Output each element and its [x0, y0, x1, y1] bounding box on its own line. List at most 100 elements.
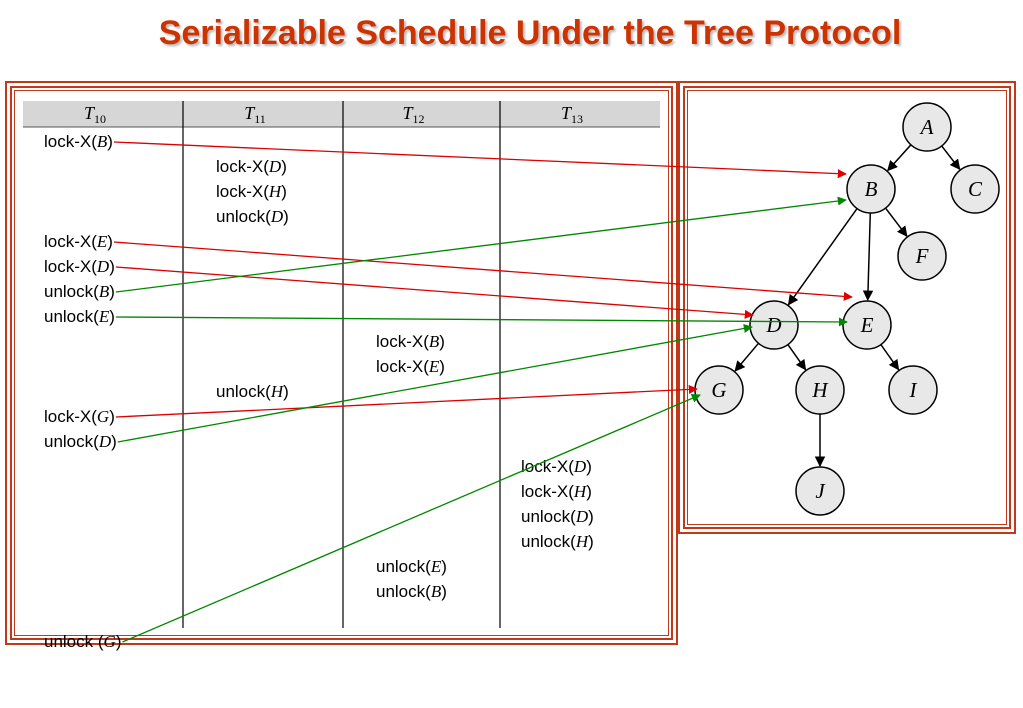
tree-node-label: I: [909, 378, 918, 402]
tree-edge: [880, 344, 900, 371]
operation-verb: unlock(: [44, 307, 99, 326]
operation-item: H: [268, 182, 283, 201]
schedule-operation: unlock(E): [44, 307, 115, 326]
operation-close: ): [107, 132, 113, 151]
column-header-sub: 12: [413, 112, 425, 126]
schedule-operation: unlock(B): [44, 282, 115, 301]
table-header-band: [23, 101, 660, 127]
operation-close: ): [439, 357, 445, 376]
operation-item: D: [96, 257, 110, 276]
tree-node-label: B: [865, 177, 878, 201]
schedule-operation: lock-X(D): [216, 157, 287, 176]
operation-close: ): [281, 182, 287, 201]
tree-edge: [887, 144, 912, 172]
schedule-frame: [10, 86, 673, 640]
operation-verb: lock-X(: [521, 482, 574, 501]
operation-item: E: [428, 357, 440, 376]
operation-close: ): [109, 407, 115, 426]
tree-node: [902, 102, 952, 152]
operation-verb: unlock(: [216, 382, 271, 401]
schedule-operation: lock-X(E): [376, 357, 445, 376]
schedule-operation: unlock(E): [376, 557, 447, 576]
operation-item: B: [99, 282, 110, 301]
lock-arrow: [113, 141, 847, 179]
operation-item: D: [573, 457, 587, 476]
schedule-operation: unlock(D): [521, 507, 594, 526]
operation-close: ): [588, 532, 594, 551]
operation-item: E: [98, 307, 110, 326]
operation-close: ): [586, 457, 592, 476]
operation-verb: lock-X(: [44, 407, 97, 426]
lock-arrow: [115, 384, 698, 418]
schedule-operation: unlock(H): [521, 532, 594, 551]
operation-close: ): [588, 507, 594, 526]
column-header: T12: [402, 103, 424, 126]
tree-frame: [683, 86, 1011, 529]
operation-close: ): [586, 482, 592, 501]
tree-edge: [884, 207, 908, 237]
operation-verb: unlock(: [521, 532, 576, 551]
lock-arrow: [115, 266, 754, 319]
operation-verb: lock-X(: [521, 457, 574, 476]
operation-close: ): [109, 257, 115, 276]
column-header: T11: [244, 103, 266, 126]
tree-node-label: F: [915, 244, 929, 268]
operation-item: D: [575, 507, 589, 526]
tree-node-label: A: [919, 115, 934, 139]
operation-verb: unlock(: [376, 557, 431, 576]
operation-close: ): [441, 582, 447, 601]
operation-close: ): [116, 632, 122, 651]
operation-close: ): [439, 332, 445, 351]
operation-verb: unlock(: [521, 507, 576, 526]
tree-node-label: C: [968, 177, 983, 201]
tree-edge: [787, 208, 858, 306]
operation-verb: lock-X(: [44, 132, 97, 151]
lock-arrows: [113, 141, 853, 643]
tree-node-label: H: [811, 378, 829, 402]
operation-item: H: [270, 382, 285, 401]
operation-item: B: [97, 132, 108, 151]
schedule-operation: unlock (G): [44, 632, 121, 651]
schedule-operation: lock-X(B): [376, 332, 445, 351]
tree-node: [846, 164, 896, 214]
schedule-operation: lock-X(D): [521, 457, 592, 476]
operation-close: ): [281, 157, 287, 176]
operation-verb: lock-X(: [44, 257, 97, 276]
operation-close: ): [109, 307, 115, 326]
schedule-operation: unlock(B): [376, 582, 447, 601]
lock-arrow: [113, 241, 853, 301]
operation-verb: lock-X(: [216, 157, 269, 176]
schedule-operation: lock-X(G): [44, 407, 115, 426]
operation-close: ): [441, 557, 447, 576]
schedule-operation: unlock(D): [216, 207, 289, 226]
operation-verb: unlock(: [44, 282, 99, 301]
column-header-main: T: [244, 103, 256, 123]
tree-edge: [941, 145, 961, 171]
schedule-operation: lock-X(H): [521, 482, 592, 501]
operation-item: G: [97, 407, 109, 426]
tree-node-label: E: [860, 313, 874, 337]
operation-item: H: [575, 532, 590, 551]
schedule-operation: lock-X(E): [44, 232, 113, 251]
schedule-operation: unlock(D): [44, 432, 117, 451]
tree-node-label: D: [765, 313, 781, 337]
operation-item: H: [573, 482, 588, 501]
unlock-arrow: [115, 316, 848, 327]
tree-node-label: J: [815, 479, 826, 503]
tree-node: [888, 365, 938, 415]
column-header-sub: 11: [254, 112, 266, 126]
column-header: T10: [84, 103, 106, 126]
operation-verb: lock-X(: [216, 182, 269, 201]
column-header-main: T: [561, 103, 573, 123]
operation-verb: lock-X(: [376, 332, 429, 351]
column-header-main: T: [84, 103, 96, 123]
operation-item: E: [96, 232, 108, 251]
schedule-frame-inner-border: [14, 90, 669, 636]
tree-node-label: G: [711, 378, 726, 402]
lock-tree: A B C D E F G H I J: [694, 102, 1000, 516]
operation-verb: lock-X(: [44, 232, 97, 251]
operation-verb: unlock(: [44, 432, 99, 451]
operation-verb: unlock (: [44, 632, 104, 651]
operation-item: B: [429, 332, 440, 351]
